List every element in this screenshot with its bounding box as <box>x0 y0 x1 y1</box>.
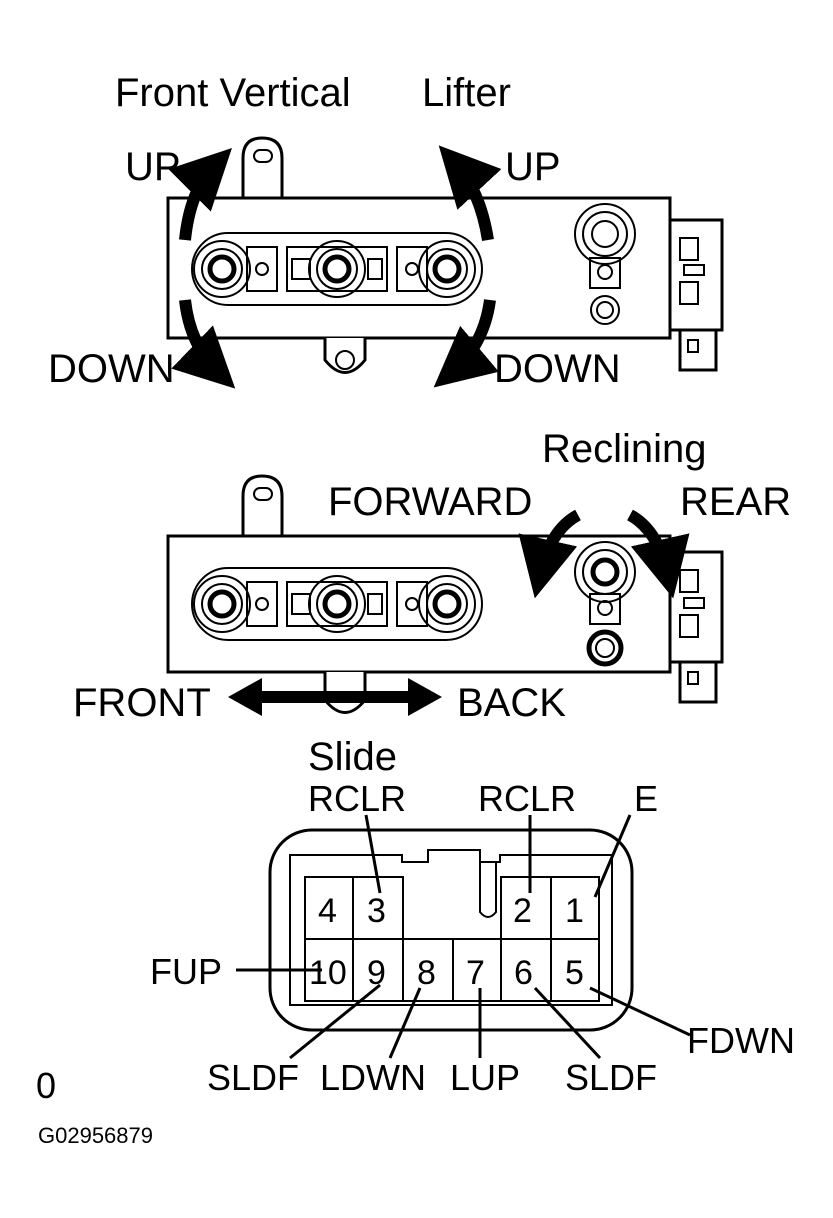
forward-label: FORWARD <box>328 480 532 524</box>
fup-label: FUP <box>150 951 222 992</box>
up-left-arrow <box>168 148 232 241</box>
pin-1: 1 <box>565 892 584 930</box>
top-switch-body <box>166 136 724 374</box>
slide-label: Slide <box>308 735 397 779</box>
connector-housing <box>268 828 634 1032</box>
pin-10: 10 <box>309 954 347 992</box>
pin-3: 3 <box>367 892 386 930</box>
lup-label: LUP <box>450 1057 520 1098</box>
front-label: FRONT <box>73 681 211 725</box>
down-right-arrow <box>433 299 499 388</box>
pin-2: 2 <box>513 892 532 930</box>
back-label: BACK <box>457 681 566 725</box>
down-left-label: DOWN <box>48 347 175 391</box>
leader-lines <box>236 814 691 1060</box>
rear-arrow <box>626 509 690 599</box>
forward-arrow <box>518 509 582 599</box>
up-left-label: UP <box>125 145 181 189</box>
front-vertical-label: Front Vertical <box>115 71 351 115</box>
figure-code: G02956879 <box>38 1123 153 1148</box>
ldwn-label: LDWN <box>320 1057 426 1098</box>
pin-8: 8 <box>417 954 436 992</box>
sldf-right-label: SLDF <box>565 1057 657 1098</box>
slide-arrow <box>228 678 442 716</box>
down-right-label: DOWN <box>494 347 621 391</box>
rclr-left-label: RCLR <box>308 778 406 819</box>
middle-switch-body <box>166 474 724 714</box>
e-label: E <box>634 778 658 819</box>
pin-5: 5 <box>565 954 584 992</box>
footer-marker: 0 <box>36 1065 56 1106</box>
pin-4: 4 <box>318 892 337 930</box>
pin-9: 9 <box>367 954 386 992</box>
down-left-arrow <box>171 299 236 389</box>
fdwn-label: FDWN <box>687 1020 795 1061</box>
up-right-arrow <box>438 145 502 241</box>
rclr-right-label: RCLR <box>478 778 576 819</box>
reclining-label: Reclining <box>542 427 707 471</box>
pin-6: 6 <box>514 954 533 992</box>
pin-7: 7 <box>466 954 485 992</box>
sldf-left-label: SLDF <box>207 1057 299 1098</box>
lifter-label: Lifter <box>422 71 511 115</box>
up-right-label: UP <box>505 145 561 189</box>
rear-label: REAR <box>680 480 791 524</box>
